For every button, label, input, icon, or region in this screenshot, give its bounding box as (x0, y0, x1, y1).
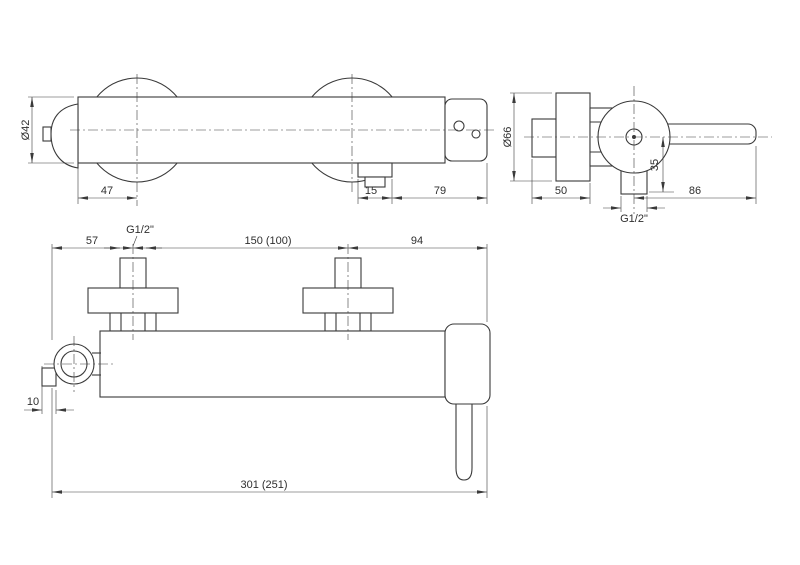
centerlines-front-top (70, 74, 495, 206)
outlet-thread-stub (364, 176, 386, 188)
centerlines-side (524, 86, 772, 214)
dim-outlet-thread-side: G1/2" (603, 196, 665, 225)
dim-holder-offset: 10 (24, 366, 74, 414)
dim-end-to-inlet: 47 (77, 167, 137, 204)
dim-label-overall-width: 301 (251) (240, 479, 287, 491)
dim-wall-depth: 50 (531, 159, 591, 204)
dim-label-end-to-inlet-main: 57 (86, 235, 98, 247)
dim-label-escutcheon-diameter: Ø66 (502, 127, 514, 148)
dim-inlet-to-handle: 94 (348, 235, 488, 322)
dim-body-diameter: Ø42 (20, 96, 74, 164)
dim-label-holder-offset: 10 (27, 396, 39, 408)
mixer-body-bar-main (99, 330, 446, 398)
control-button-lower (471, 129, 481, 139)
shower-holder-cup (50, 103, 79, 169)
dim-label-handle-reach: 86 (689, 185, 701, 197)
side-view: Ø66 50 35 86 G1/2" (502, 86, 772, 225)
front-view-top: Ø42 47 15 79 (20, 74, 495, 206)
dim-end-to-inlet-main: 57 (51, 235, 133, 340)
dim-label-wall-depth: 50 (555, 185, 567, 197)
wall-stub-side (531, 118, 557, 158)
dim-label-end-to-inlet: 47 (101, 185, 113, 197)
dim-label-outlet-thread: G1/2" (620, 213, 648, 225)
holder-bracket (92, 352, 101, 376)
centerlines-front-main (44, 244, 349, 392)
dim-escutcheon-diameter: Ø66 (502, 92, 552, 182)
dim-label-inlet-to-handle: 94 (411, 235, 423, 247)
dim-label-outlet-to-end: 79 (434, 185, 446, 197)
control-button-upper (453, 120, 465, 132)
handle-lever-main (455, 403, 473, 481)
holder-tab (41, 367, 57, 387)
dim-outlet-to-end: 79 (392, 163, 488, 204)
dim-handle-reach: 86 (634, 146, 757, 204)
dim-outlet-drop: 35 (649, 137, 674, 193)
dim-label-inlet-spacing: 150 (100) (244, 235, 291, 247)
handle-lever-side (659, 123, 757, 145)
dim-label-outlet-width: 15 (365, 185, 377, 197)
dim-label-body-diameter: Ø42 (20, 120, 32, 141)
holder-knob (42, 126, 52, 142)
dim-overall-width: 301 (251) (51, 388, 488, 498)
dim-outlet-width: 15 (357, 179, 393, 204)
valve-housing-main (444, 323, 491, 405)
dim-inlet-spacing: 150 (100) (133, 235, 348, 250)
dim-label-inlet-thread: G1/2" (126, 224, 154, 236)
front-view-main: 57 G1/2" 150 (100) 94 10 301 (24, 224, 491, 498)
outlet-block (357, 162, 393, 178)
dim-label-outlet-drop: 35 (649, 159, 661, 171)
